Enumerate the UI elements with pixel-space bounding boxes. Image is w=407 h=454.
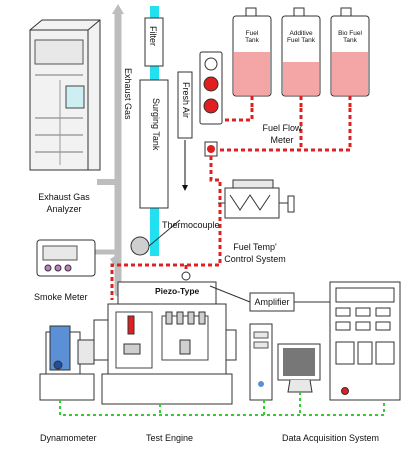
- filter-box: [144, 17, 164, 67]
- thermocouple-label: Thermocouple: [162, 220, 220, 230]
- thermocouple-lead: [148, 219, 181, 247]
- tank-outlet-lines: [250, 96, 352, 108]
- exhaust-gas-analyzer-label: Exhaust Gas Analyzer: [38, 192, 90, 214]
- fuel-tank-1: [232, 7, 272, 97]
- piezo-type-label: Piezo-Type: [155, 286, 200, 296]
- daq-computer: [249, 323, 321, 401]
- fuel-line-to-engine: [110, 156, 222, 300]
- piezo-sensor: [181, 271, 191, 281]
- fuel-line-tank1: [222, 108, 254, 122]
- additive-fuel-tank-label: Additive Fuel Tank: [286, 30, 316, 44]
- test-engine-label: Test Engine: [146, 433, 194, 443]
- fuel-temp-control-label: Fuel Temp' Control System: [224, 242, 286, 264]
- exhaust-gas-label: Exhaust Gas: [123, 68, 133, 120]
- smoke-meter-unit: [36, 239, 96, 277]
- smoke-meter-label: Smoke Meter: [34, 292, 88, 302]
- filter-label: Filter: [148, 26, 158, 46]
- fuel-temp-control-unit: [218, 179, 295, 219]
- amplifier-label: Amplifier: [254, 297, 290, 307]
- signal-line-bus: [59, 400, 385, 416]
- fuel-line-main: [217, 108, 352, 152]
- fuel-tank-2: [281, 7, 321, 97]
- exhaust-arrow-up: [112, 4, 124, 14]
- daq-instrument-rack: [329, 281, 401, 401]
- fuel-tank-label: Fuel Tank: [245, 30, 259, 44]
- surging-tank-box: [139, 79, 169, 209]
- fuel-tank-3: [330, 7, 370, 97]
- fuel-valve-stack: [199, 51, 223, 157]
- test-engine-body: [93, 281, 237, 405]
- dynamometer-label: Dynamometer: [40, 433, 97, 443]
- fresh-air-box: [177, 71, 193, 139]
- dynamometer-unit: [39, 325, 95, 401]
- exhaust-gas-analyzer: [29, 19, 101, 171]
- data-acquisition-label: Data Acquisition System: [282, 433, 380, 443]
- bio-fuel-tank-label: Bio Fuel Tank: [338, 30, 362, 44]
- thermocouple-sensor: [130, 236, 150, 256]
- fuel-flow-meter-label: Fuel Flow Meter: [262, 123, 302, 145]
- surging-tank-label: Surging Tank: [151, 98, 161, 151]
- fresh-air-label: Fresh Air: [181, 82, 191, 119]
- piezo-to-amplifier-line: [209, 285, 251, 303]
